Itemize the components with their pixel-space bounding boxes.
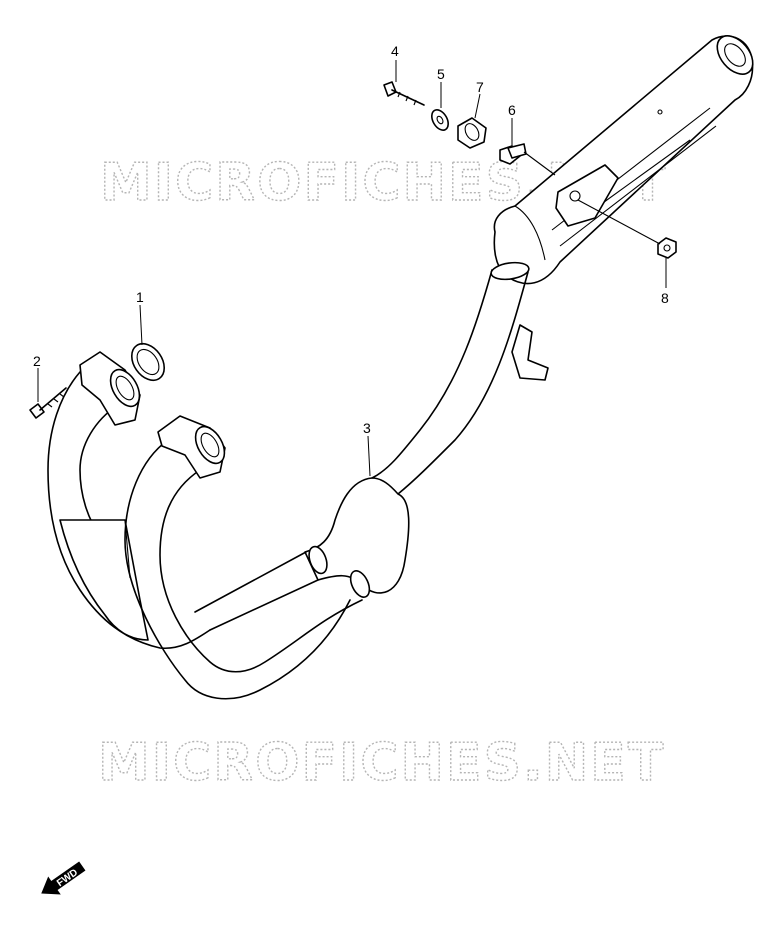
- leader-7: [474, 93, 481, 119]
- callout-7: 7: [476, 79, 484, 95]
- leader-1: [139, 304, 143, 346]
- leader-3: [367, 435, 371, 477]
- muffler-collar[interactable]: [499, 143, 527, 165]
- header-bolt[interactable]: [29, 387, 67, 419]
- callout-4: 4: [391, 43, 399, 59]
- exhaust-pipe-assembly[interactable]: [47, 29, 760, 700]
- muffler-cushion[interactable]: [457, 117, 487, 149]
- callout-3: 3: [363, 420, 371, 436]
- muffler-bolt[interactable]: [383, 81, 425, 106]
- muffler-washer[interactable]: [428, 107, 451, 133]
- fwd-indicator: FWD: [41, 861, 86, 895]
- fwd-arrow-icon: [41, 861, 86, 895]
- callout-5: 5: [437, 66, 445, 82]
- muffler-nut[interactable]: [657, 237, 677, 259]
- callout-1: 1: [136, 289, 144, 305]
- watermark-bottom: MICROFICHES.NET: [98, 733, 665, 793]
- callout-6: 6: [508, 102, 516, 118]
- callout-2: 2: [33, 353, 41, 369]
- exhaust-gasket[interactable]: [125, 338, 171, 387]
- callout-8: 8: [661, 290, 669, 306]
